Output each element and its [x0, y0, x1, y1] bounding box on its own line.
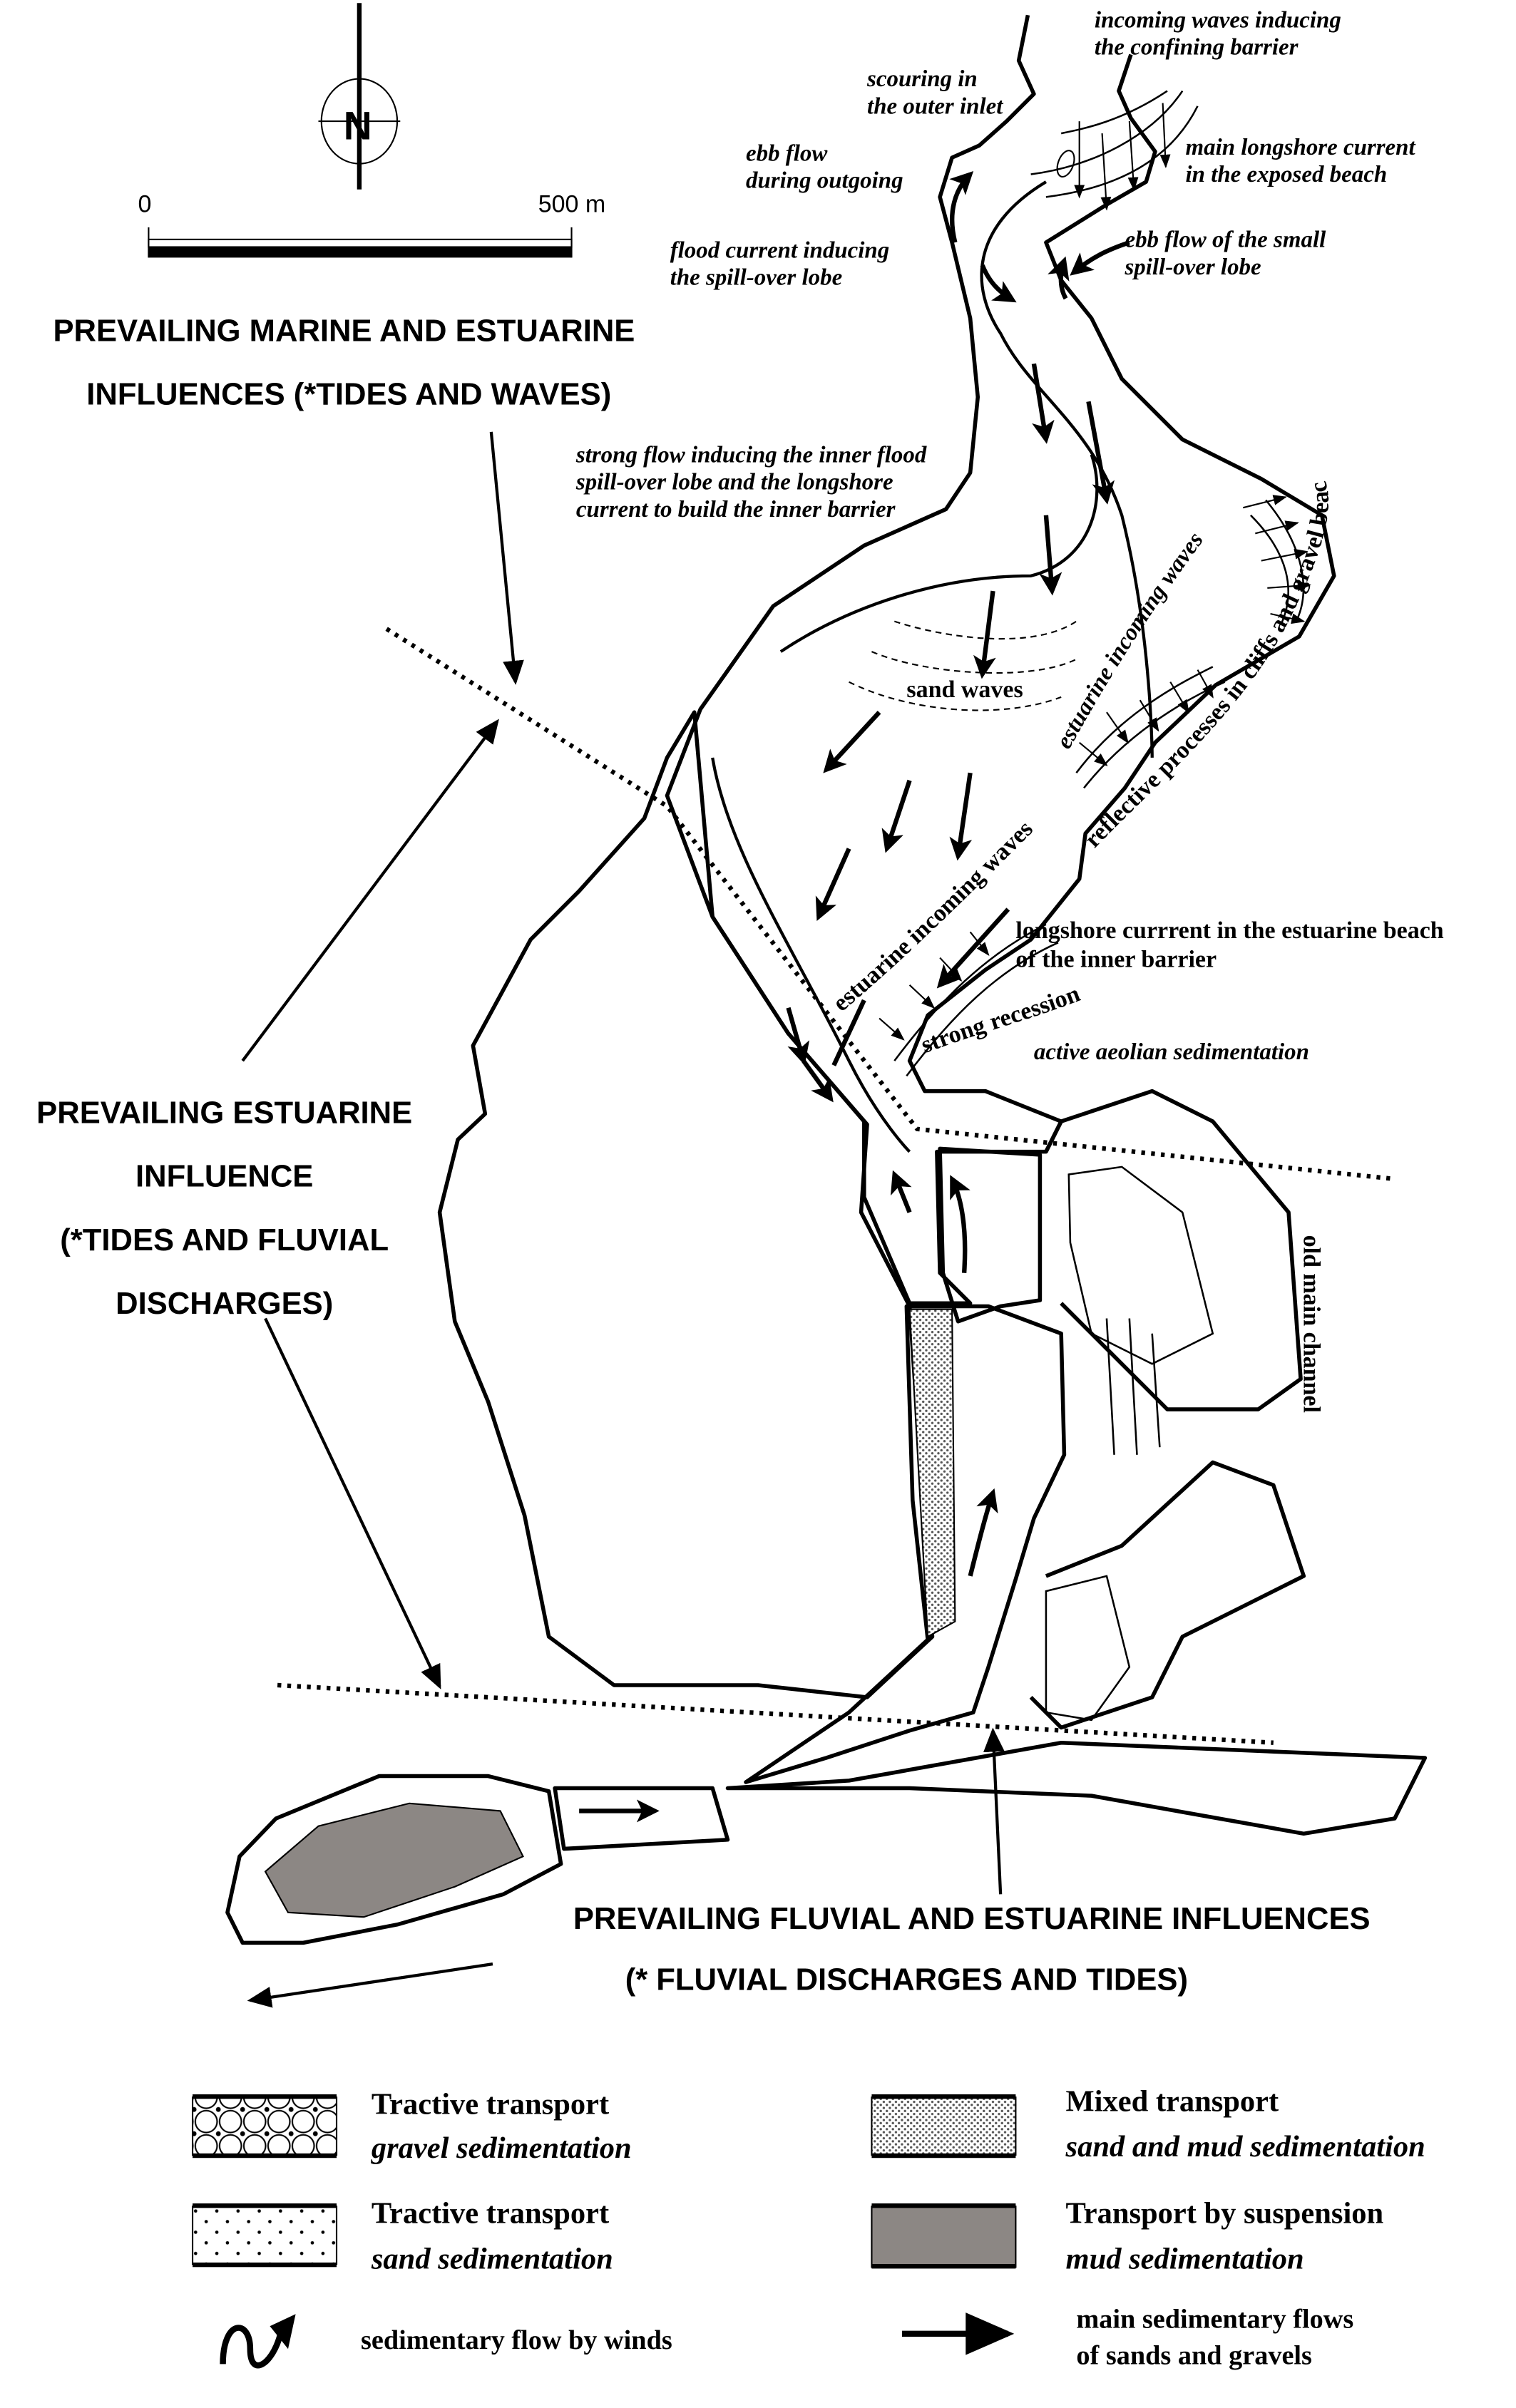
mud-patch-west — [264, 1802, 524, 1918]
scale-start: 0 — [138, 191, 152, 218]
mud-sedimentation-area — [437, 710, 935, 1699]
label-reflective: reflective processes in cliffs and grave… — [0, 0, 1334, 853]
legend-gravel-subtitle: gravel sedimentation — [371, 2131, 632, 2165]
label-main-longshore-2: in the exposed beach — [1185, 162, 1387, 187]
label-aeolian: active aeolian sedimentation — [1034, 1039, 1309, 1065]
label-longshore-estuarine-1: longshore currrent in the estuarine beac… — [1015, 917, 1443, 944]
label-estuarine-waves-lower: estuarine incoming waves — [828, 815, 1038, 1017]
legend-wind-flow-label: sedimentary flow by winds — [361, 2325, 672, 2355]
label-reflective-path: reflective processes in cliffs and grave… — [0, 0, 1334, 853]
label-main-longshore-1: main longshore current — [1185, 135, 1415, 160]
legend-item-gravel: Tractive transport gravel sedimentation — [191, 2088, 632, 2165]
label-ebb-flow-2: during outgoing — [746, 168, 903, 194]
scale-end: 500 m — [538, 191, 606, 218]
label-flood-current-1: flood current inducing — [670, 237, 889, 263]
gravel-block — [553, 1786, 730, 1851]
label-scouring-2: the outer inlet — [867, 93, 1003, 119]
legend-sand-title: Tractive transport — [372, 2197, 609, 2231]
fluvial-zone-heading-2: (* FLUVIAL DISCHARGES AND TIDES) — [625, 1962, 1188, 1997]
label-longshore-estuarine-2: of the inner barrier — [1015, 946, 1217, 972]
marine-zone-heading-2: INFLUENCES (*TIDES AND WAVES) — [86, 378, 611, 412]
label-strong-flow-2: spill-over lobe and the longshore — [575, 470, 893, 495]
label-incoming-waves-1: incoming waves inducing — [1095, 7, 1341, 33]
fluvial-zone-heading-1: PREVAILING FLUVIAL AND ESTUARINE INFLUEN… — [573, 1902, 1371, 1936]
legend-main-flow-label-1: main sedimentary flows — [1076, 2304, 1353, 2334]
label-sand-waves: sand waves — [906, 676, 1023, 703]
mixed-sedimentation-area — [908, 1308, 956, 1638]
legend-item-sand: Tractive transport sand sedimentation — [191, 2197, 613, 2275]
legend-mud-title: Transport by suspension — [1066, 2197, 1384, 2231]
legend-item-main-flow: main sedimentary flows of sands and grav… — [901, 2304, 1353, 2370]
sediment-flow-arrows — [579, 170, 1130, 1823]
label-strong-flow-3: current to build the inner barrier — [576, 497, 896, 523]
sand-sedimentation-area — [665, 14, 1336, 1306]
marine-zone-heading-1: PREVAILING MARINE AND ESTUARINE — [53, 314, 635, 348]
label-ebb-small-1: ebb flow of the small — [1125, 227, 1326, 253]
wavy-arrow-icon — [220, 2325, 284, 2369]
legend-gravel-title: Tractive transport — [372, 2088, 609, 2121]
gravel-sedimentation-area — [744, 1304, 1067, 1784]
mud-sedimentation-area-small — [938, 1146, 1043, 1324]
estuarine-zone-heading-3: (*TIDES AND FLUVIAL — [60, 1223, 389, 1257]
legend-main-flow-label-2: of sands and gravels — [1076, 2340, 1312, 2370]
estuarine-zone-heading-2: INFLUENCE — [135, 1160, 313, 1194]
legend-item-mud: Transport by suspension mud sedimentatio… — [871, 2197, 1384, 2275]
incoming-wave-arrows — [849, 90, 1311, 1077]
label-old-channel: old main channel — [1298, 1235, 1324, 1413]
estuarine-zone-heading-1: PREVAILING ESTUARINE — [36, 1096, 412, 1130]
label-strong-flow-1: strong flow inducing the inner flood — [575, 442, 927, 468]
zone-pointer-arrows — [241, 431, 1005, 2008]
north-arrow-icon: N — [318, 3, 401, 190]
label-estuarine-waves-lower-path: estuarine incoming waves — [828, 815, 1038, 1017]
north-label: N — [344, 104, 372, 148]
label-estuarine-waves-upper-path: estuarine incoming waves — [1051, 528, 1209, 753]
legend-mud-subtitle: mud sedimentation — [1066, 2242, 1304, 2275]
legend-item-mixed: Mixed transport sand and mud sedimentati… — [871, 2084, 1425, 2163]
legend-mixed-title: Mixed transport — [1066, 2084, 1279, 2118]
label-incoming-waves-2: the confining barrier — [1095, 35, 1299, 61]
label-ebb-small-2: spill-over lobe — [1124, 254, 1261, 280]
scale-bar: 0 500 m — [138, 191, 606, 258]
label-ebb-flow-1: ebb flow — [746, 140, 828, 166]
old-main-channel-structures — [725, 1089, 1428, 1836]
label-scouring-1: scouring in — [866, 66, 978, 92]
label-estuarine-waves-upper: estuarine incoming waves — [1051, 528, 1209, 753]
legend: Tractive transport gravel sedimentation … — [191, 2084, 1425, 2370]
gravel-lobe-west — [225, 1774, 563, 1945]
estuarine-zone-heading-4: DISCHARGES) — [116, 1287, 333, 1321]
zone-boundary-upper — [385, 627, 1395, 1182]
legend-mixed-subtitle: sand and mud sedimentation — [1065, 2130, 1425, 2163]
legend-sand-subtitle: sand sedimentation — [371, 2242, 613, 2275]
label-flood-current-2: the spill-over lobe — [670, 265, 843, 291]
legend-item-wind-flow: sedimentary flow by winds — [220, 2314, 672, 2369]
zone-boundary-lower — [277, 1682, 1274, 1745]
